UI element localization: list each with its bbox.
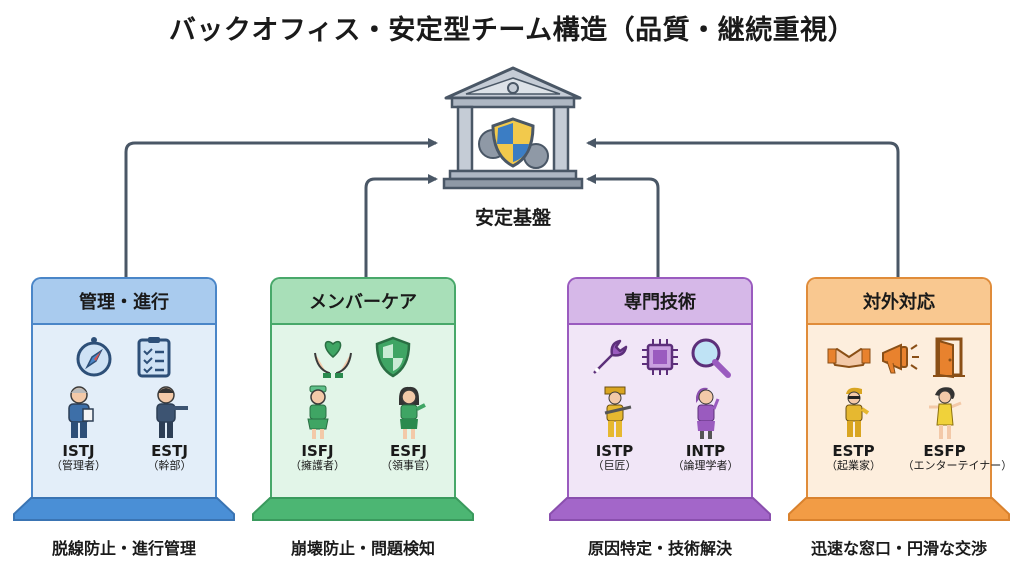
group-card-external: 対外対応 ESTP （起業家） ESFP （エンターテイナー） (806, 277, 1012, 497)
group-card-member-care: メンバーケア ISFJ （擁護者） ESFJ （領事官） (270, 277, 456, 497)
person-entertainer-icon (928, 387, 962, 439)
group-title: 管理・進行 (33, 279, 215, 325)
handshake-icon (827, 347, 871, 369)
hands-heart-icon (314, 340, 352, 378)
member-esfp: ESFP （エンターテイナー） (903, 385, 1012, 473)
group-card-management: 管理・進行 ISTJ （管理者） ESTJ （幹部） (31, 277, 217, 497)
shield-icon (375, 336, 411, 378)
magnifier-icon (691, 338, 731, 378)
card-base-management (12, 497, 236, 521)
member-estj: ESTJ （幹部） (128, 385, 212, 473)
card-base-member-care (251, 497, 475, 521)
chip-icon (642, 339, 678, 375)
group-title: メンバーケア (272, 279, 454, 325)
group-title: 専門技術 (569, 279, 751, 325)
person-manager-icon (67, 386, 94, 438)
person-consul-icon (398, 386, 426, 439)
card-base-technical (548, 497, 772, 521)
person-entrepreneur-icon (845, 387, 869, 437)
member-estp: ESTP （起業家） (812, 385, 896, 473)
arrow-group-1 (124, 138, 438, 277)
diagram-title: バックオフィス・安定型チーム構造（品質・継続重視） (168, 15, 856, 46)
caption-external: 迅速な窓口・円滑な交渉 (810, 539, 987, 558)
person-executive-icon (155, 386, 188, 438)
group-card-technical: 専門技術 ISTP （巨匠） INTP （論理学者） (567, 277, 753, 497)
person-logician-icon (695, 387, 719, 439)
caption-member-care: 崩壊防止・問題検知 (290, 539, 435, 558)
bank-shield-gear-icon (442, 66, 584, 190)
member-isfj: ISFJ （擁護者） (276, 385, 360, 473)
arrow-group-4 (586, 138, 900, 277)
caption-technical: 原因特定・技術解決 (587, 539, 732, 558)
person-craftsman-icon (604, 386, 631, 437)
card-base-external (787, 497, 1011, 521)
group-title: 対外対応 (808, 279, 990, 325)
megaphone-icon (882, 343, 919, 374)
arrow-group-3 (586, 174, 660, 277)
wrench-icon (593, 339, 628, 374)
door-icon (933, 337, 965, 379)
member-intp: INTP （論理学者） (664, 385, 748, 473)
person-nurse-icon (306, 385, 329, 439)
caption-management: 脱線防止・進行管理 (51, 539, 196, 558)
member-istj: ISTJ （管理者） (37, 385, 121, 473)
arrow-group-2 (364, 174, 438, 277)
compass-icon (76, 337, 112, 377)
checklist-clipboard-icon (137, 337, 171, 378)
member-istp: ISTP （巨匠） (573, 385, 657, 473)
hub-label: 安定基盤 (474, 207, 551, 229)
member-esfj: ESFJ （領事官） (367, 385, 451, 473)
